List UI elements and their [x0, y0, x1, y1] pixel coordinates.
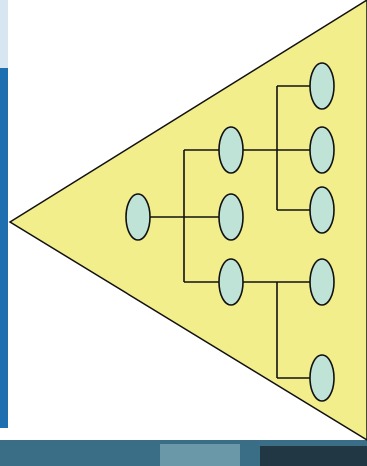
- tree-node-n1c: [309, 186, 335, 234]
- tree-node-n1a: [309, 62, 335, 110]
- tree-node-n3b: [309, 354, 335, 402]
- bottom-strip-highlight: [160, 444, 240, 466]
- tree-node-n3: [218, 258, 244, 306]
- left-blue-strip: [0, 68, 8, 428]
- connector-lines: [150, 85, 310, 379]
- left-top-strip: [0, 0, 8, 68]
- tree-node-root: [125, 193, 151, 241]
- bottom-gap: [0, 428, 367, 434]
- tree-node-n3a: [309, 258, 335, 306]
- tree-node-n2: [218, 193, 244, 241]
- tree-nodes: [125, 62, 335, 402]
- tree-node-n1: [218, 126, 244, 174]
- tree-node-n1b: [309, 126, 335, 174]
- bottom-strip-dark: [260, 446, 367, 466]
